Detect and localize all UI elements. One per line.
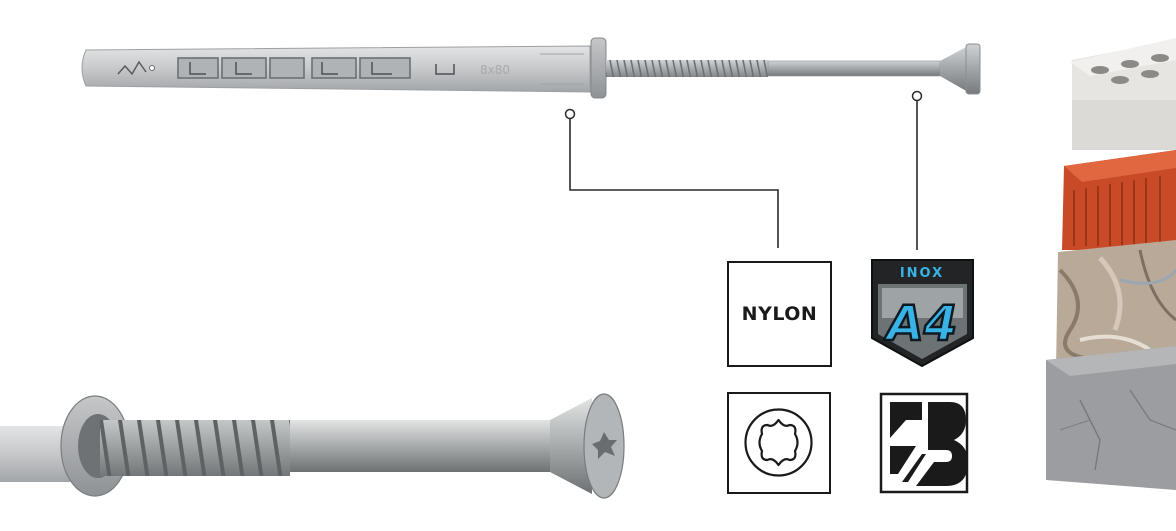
closeup-fastener	[0, 393, 625, 499]
material-samples	[1046, 38, 1176, 490]
torx-icon	[744, 408, 813, 477]
inox-a4-icon: INOX A4	[871, 259, 974, 368]
nylon-label: NYLON	[741, 303, 818, 325]
brand-logo-icon	[879, 392, 969, 494]
nylon-badge: NYLON	[727, 261, 832, 367]
torx-drive-badge	[727, 392, 831, 494]
size-marking: 8x80	[480, 63, 510, 77]
inox-label: INOX	[900, 266, 944, 281]
hollow-brick	[1062, 150, 1176, 250]
natural-stone	[1056, 240, 1176, 370]
concrete-block	[1046, 346, 1176, 490]
connector-lines	[564, 90, 923, 250]
stainless-screw	[606, 43, 981, 95]
brand-badge	[876, 390, 972, 496]
nylon-sleeve: 8x80	[81, 45, 591, 93]
a4-label: A4	[883, 296, 958, 352]
inox-a4-badge: INOX A4	[870, 258, 975, 370]
aerated-concrete-block	[1070, 38, 1176, 150]
sleeve-collar	[590, 37, 607, 99]
